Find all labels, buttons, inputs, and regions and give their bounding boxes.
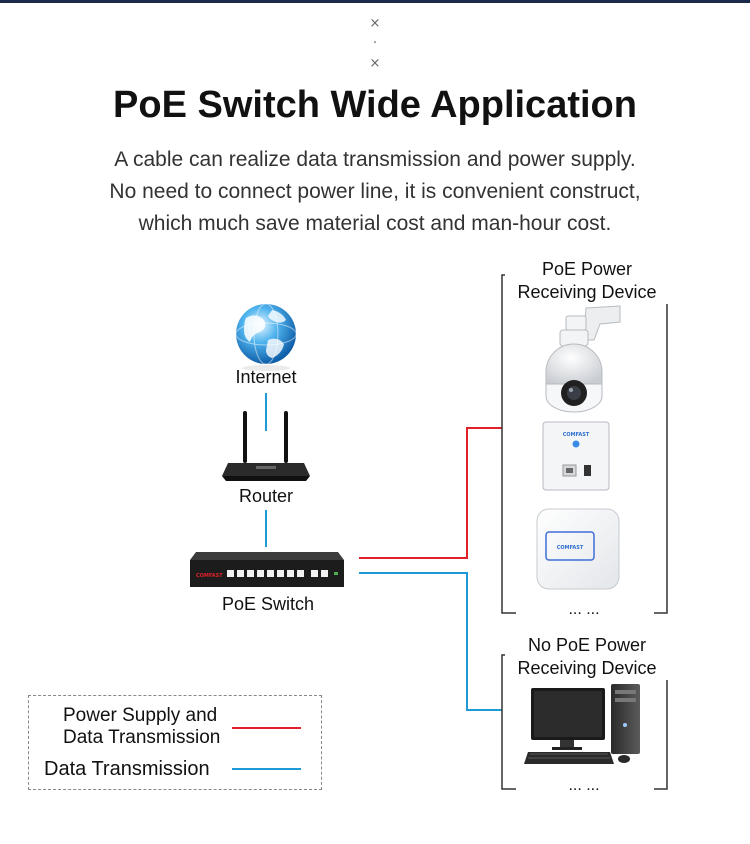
poe-group-title: PoE Power Receiving Device [505,258,669,304]
router-icon [222,411,310,481]
nopoe-group-title: No PoE Power Receiving Device [505,634,669,680]
nopoe-more-devices: ... ... [568,777,600,794]
description: A cable can realize data transmission an… [50,144,700,240]
close-icon: × [369,16,381,31]
legend-power-label-line: Power Supply and [63,705,218,726]
switch-ports [227,570,328,577]
switch-brand-logo: COMFAST [196,573,223,579]
legend-power-label-line: Data Transmission [63,727,221,748]
panel-brand-logo: COMFAST [563,432,590,438]
poe-group-title-line: Receiving Device [517,282,657,302]
top-rule [0,0,750,3]
legend-box: Power Supply and Data Transmission Data … [28,695,322,790]
router-label: Router [238,486,294,506]
description-line: A cable can realize data transmission an… [114,148,636,171]
close-icon: × [369,56,381,71]
ap-brand-logo: COMFAST [557,545,584,551]
desktop-computer-icon [524,684,640,764]
legend-data-label: Data Transmission [44,758,210,780]
wall-panel-ap-icon: COMFAST [542,421,610,491]
poe-group-title-line: PoE Power [541,259,633,279]
nopoe-group-title-line: No PoE Power [527,635,647,655]
dot-decoration: · [372,36,378,51]
ceiling-ap-icon: COMFAST [536,508,620,590]
page-title: PoE Switch Wide Application [113,84,637,126]
poe-more-devices: ... ... [568,601,600,618]
internet-label: Internet [235,367,297,387]
description-line: which much save material cost and man-ho… [138,212,612,235]
switch-label: PoE Switch [221,594,315,614]
globe-icon [235,303,297,371]
power-data-line [359,427,502,559]
connection-lines [265,393,502,711]
data-line [359,572,502,711]
description-line: No need to connect power line, it is con… [109,180,641,203]
nopoe-group-title-line: Receiving Device [517,658,657,678]
poe-switch-icon: COMFAST [190,552,344,587]
dome-camera-icon [545,305,621,413]
